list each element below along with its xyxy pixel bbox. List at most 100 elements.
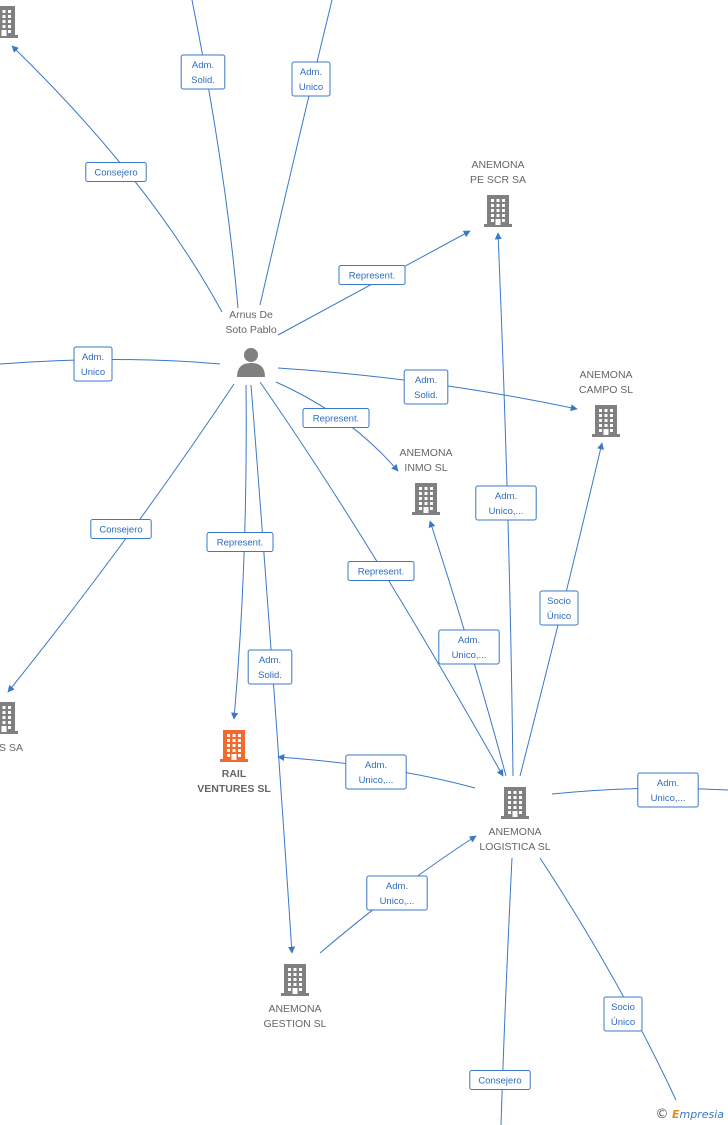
edge-label-text: Único: [547, 611, 571, 622]
edge-label[interactable]: Adm.Unico,...: [345, 754, 407, 790]
edge-label-text: Represent.: [313, 414, 359, 425]
building-icon: [592, 405, 620, 437]
node-label: GESTION SL: [263, 1018, 326, 1030]
edge-label-box[interactable]: [338, 265, 406, 285]
edge-label-text: Adm.: [82, 352, 104, 363]
node-leftsa[interactable]: S SA: [0, 702, 23, 754]
edge-label-text: Consejero: [478, 1076, 521, 1087]
brand-initial: E: [671, 1108, 680, 1121]
building-icon: [0, 702, 18, 734]
edge-label-text: Adm.: [365, 760, 387, 771]
node-topleft[interactable]: [0, 6, 18, 38]
edge-label-text: Adm.: [657, 778, 679, 789]
edge-label-box[interactable]: [302, 408, 370, 428]
edge-label-text: Consejero: [94, 168, 137, 179]
edge-line: [0, 359, 221, 365]
node-label: S SA: [0, 742, 23, 754]
edge-label-text: Represent.: [358, 567, 404, 578]
node-gestion[interactable]: ANEMONA GESTION SL: [263, 964, 327, 1030]
edge-label-text: Adm.: [495, 491, 517, 502]
edge-label-text: Unico,...: [651, 793, 686, 804]
edge-label-box[interactable]: [469, 1070, 531, 1090]
edge-label-box[interactable]: [85, 162, 147, 182]
edge-label[interactable]: Adm.Unico: [291, 61, 331, 97]
edge-label[interactable]: Adm.Solid.: [247, 649, 293, 685]
building-icon: [281, 964, 309, 996]
edge-label-box[interactable]: [345, 754, 407, 790]
edge-label[interactable]: Consejero: [469, 1070, 531, 1090]
edge-label-box[interactable]: [637, 772, 699, 808]
node-label: CAMPO SL: [579, 384, 633, 396]
node-label: LOGISTICA SL: [479, 841, 550, 853]
building-icon: [484, 195, 512, 227]
edge-label-text: Adm.: [415, 375, 437, 386]
edge-label-text: Unico: [299, 82, 323, 93]
edge-label-box[interactable]: [247, 649, 293, 685]
edge-line: [231, 384, 247, 720]
edge-line: [259, 0, 333, 306]
edge-label-text: Solid.: [258, 670, 282, 681]
edge-label[interactable]: Adm. Unico,...: [475, 485, 537, 521]
edge-label-box[interactable]: [180, 54, 226, 90]
edge-label-text: Adm.: [458, 635, 480, 646]
edge-label-text: Unico,...: [452, 650, 487, 661]
edge-label[interactable]: Adm.Unico,...: [366, 875, 428, 911]
edge-label-box[interactable]: [539, 590, 579, 626]
edge-label[interactable]: Represent.: [206, 532, 274, 552]
edge-label[interactable]: Adm.Solid.: [403, 369, 449, 405]
edge-line: [500, 857, 513, 1125]
brand-name: mpresia: [679, 1108, 724, 1121]
edge-label-box[interactable]: [403, 369, 449, 405]
edge-line: [259, 381, 504, 777]
node-label: ANEMONA: [399, 447, 452, 459]
edge-label-text: Adm.: [386, 881, 408, 892]
node-label: ANEMONA: [268, 1003, 321, 1015]
edge-label[interactable]: Represent.: [338, 265, 406, 285]
edge-label-box[interactable]: [291, 61, 331, 97]
edge-label-text: Consejero: [99, 525, 142, 536]
edge-label-box[interactable]: [438, 629, 500, 665]
edge-label-box[interactable]: [347, 561, 415, 581]
edge-label-box[interactable]: [366, 875, 428, 911]
edge-label-text: Adm.: [192, 60, 214, 71]
edge-label[interactable]: Represent.: [302, 408, 370, 428]
copyright-icon: ©: [655, 1107, 669, 1122]
edge-label[interactable]: Consejero: [90, 519, 152, 539]
node-label: Arnus De: [229, 309, 273, 321]
edge-label[interactable]: Adm. Unico: [73, 346, 113, 382]
edge-label-box[interactable]: [206, 532, 274, 552]
node-label: RAIL: [222, 768, 247, 780]
edge-labels-layer: Adm.Solid.Adm.UnicoConsejeroRepresent.Ad…: [73, 54, 699, 1090]
edge-line: [191, 0, 239, 309]
edge-label-text: Unico: [81, 367, 105, 378]
edge-label-text: Represent.: [349, 271, 395, 282]
edge-line: [539, 857, 677, 1101]
edge-label-box[interactable]: [475, 485, 537, 521]
edge-label-text: Socio: [547, 596, 571, 607]
building-icon: [412, 483, 440, 515]
edge-label-box[interactable]: [603, 996, 643, 1032]
copyright-brand: © Empresia: [655, 1107, 724, 1122]
edge-label[interactable]: Adm. Unico,...: [637, 772, 699, 808]
edge-label-text: Unico,...: [489, 506, 524, 517]
building-icon: [501, 787, 529, 819]
edge-label[interactable]: Adm. Unico,...: [438, 629, 500, 665]
edge-label[interactable]: Consejero: [85, 162, 147, 182]
edge-label[interactable]: Adm.Solid.: [180, 54, 226, 90]
edge-label-box[interactable]: [73, 346, 113, 382]
node-label: VENTURES SL: [197, 783, 271, 795]
node-label: PE SCR SA: [470, 174, 526, 186]
edge-label-text: Socio: [611, 1002, 635, 1013]
node-rail[interactable]: RAIL VENTURES SL: [197, 730, 271, 795]
edge-label-box[interactable]: [90, 519, 152, 539]
edge-label[interactable]: Represent.: [347, 561, 415, 581]
